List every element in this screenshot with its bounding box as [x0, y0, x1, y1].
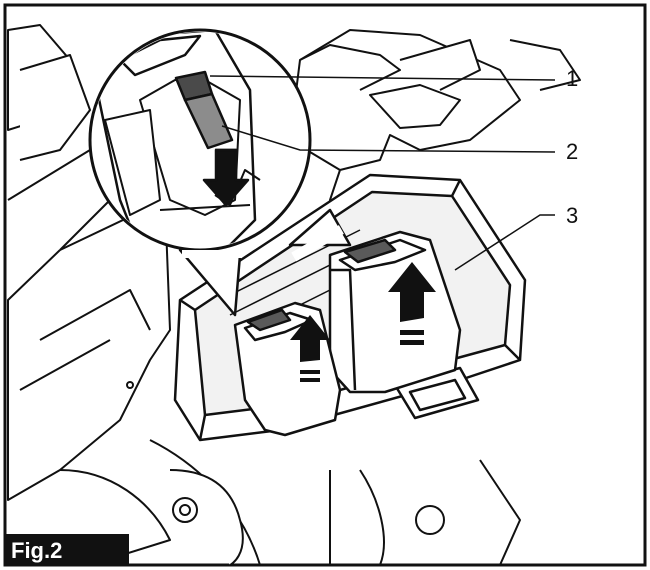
battery-cover-lid: [289, 29, 581, 216]
arrow-up-front-bar-1: [300, 370, 320, 374]
leader-lines: [209, 75, 556, 271]
leader-line-3: [454, 214, 555, 271]
arrow-up-front-bar-2: [300, 378, 320, 382]
tool-upper-left: [7, 24, 111, 251]
callout-2: 2: [566, 139, 579, 164]
figure-label: Fig.2: [11, 538, 63, 563]
leader-line-1: [209, 75, 556, 81]
figure-label-box: Fig.2: [5, 534, 129, 566]
arrow-up-front: [290, 315, 330, 362]
arrow-up-rear: [388, 262, 436, 322]
callout-1: 1: [566, 66, 579, 91]
battery-rear: [328, 230, 462, 394]
arrow-up-rear-bar-2: [400, 340, 424, 345]
tool-body: [7, 199, 521, 566]
callout-3: 3: [566, 203, 579, 228]
leader-line-2: [221, 125, 556, 153]
arrow-up-rear-bar-1: [400, 330, 424, 335]
arrow-down-icon: [202, 148, 250, 207]
lift-arrows: [290, 262, 436, 382]
detail-battery-latch: [93, 32, 261, 248]
